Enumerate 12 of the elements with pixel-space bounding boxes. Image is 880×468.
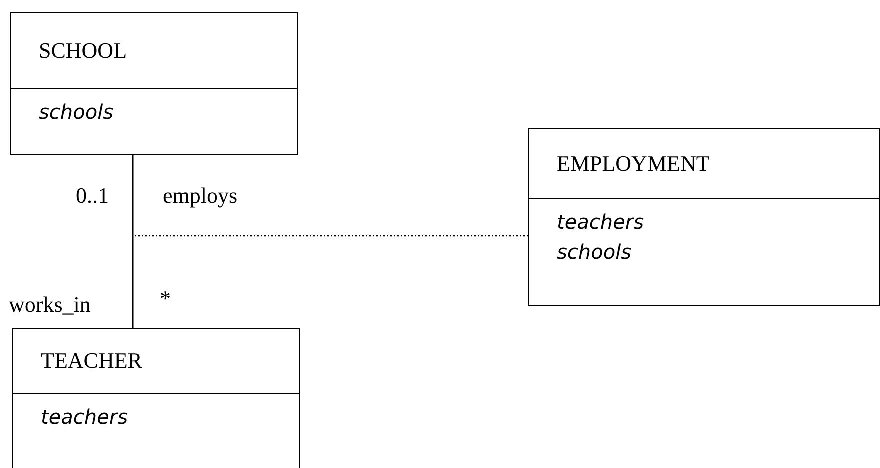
- attribute-text: schools: [39, 99, 114, 126]
- class-box: [12, 328, 300, 468]
- class-name: TEACHER: [41, 348, 142, 374]
- class-name: SCHOOL: [39, 38, 128, 64]
- association-line: [132, 155, 134, 328]
- attribute-text: schools: [557, 239, 632, 266]
- attribute-text: teachers: [41, 404, 128, 431]
- association-class-link: [135, 235, 528, 237]
- attribute-text: teachers: [557, 209, 644, 236]
- class-name: EMPLOYMENT: [557, 150, 710, 176]
- class-box: [528, 128, 880, 306]
- class-box: [10, 12, 298, 155]
